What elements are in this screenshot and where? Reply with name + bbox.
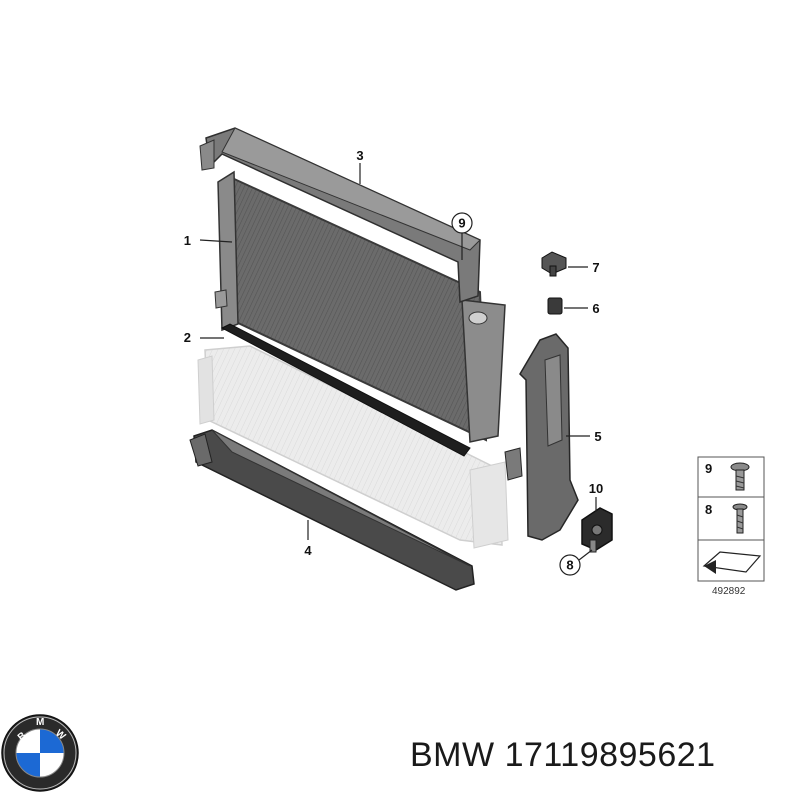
callout-3: 3 xyxy=(356,148,363,163)
callout-1: 1 xyxy=(184,233,191,248)
callout-9-circled: 9 xyxy=(451,212,473,234)
clip-part-6 xyxy=(547,297,563,315)
callout-7: 7 xyxy=(592,260,599,275)
screw-part-8-assembled xyxy=(589,539,597,553)
lower-duct-part-4 xyxy=(189,429,475,591)
callout-8: 8 xyxy=(566,558,573,573)
retainer-part-7 xyxy=(541,251,567,277)
part-number: 17119895621 xyxy=(504,736,716,774)
rubber-mount-part-10 xyxy=(581,507,613,551)
callout-6: 6 xyxy=(592,301,599,316)
logo-letter-m: M xyxy=(36,717,44,728)
callout-8-circled: 8 xyxy=(559,554,581,576)
bmw-logo-icon: B M W xyxy=(1,714,79,792)
screw-8-icon xyxy=(732,503,748,534)
leader-lines xyxy=(199,163,597,561)
direction-arrow-icon xyxy=(702,551,762,574)
legend-label-9: 9 xyxy=(705,461,712,476)
legend-label-8: 8 xyxy=(705,502,712,517)
callout-2: 2 xyxy=(184,330,191,345)
radiator-part-1 xyxy=(214,170,506,443)
brand-name: BMW xyxy=(410,736,495,774)
screw-9-icon xyxy=(730,462,750,491)
side-bracket-part-5 xyxy=(504,333,579,541)
intercooler-ghost xyxy=(197,345,509,549)
callout-4: 4 xyxy=(304,543,312,558)
fastener-legend: 9 8 xyxy=(697,456,765,582)
callout-5: 5 xyxy=(594,429,601,444)
upper-carrier-part-3 xyxy=(199,127,481,304)
seal-strip-part-2 xyxy=(220,323,471,457)
callout-10: 10 xyxy=(589,481,603,496)
diagram-number: 492892 xyxy=(712,586,746,597)
callout-9: 9 xyxy=(458,216,465,231)
